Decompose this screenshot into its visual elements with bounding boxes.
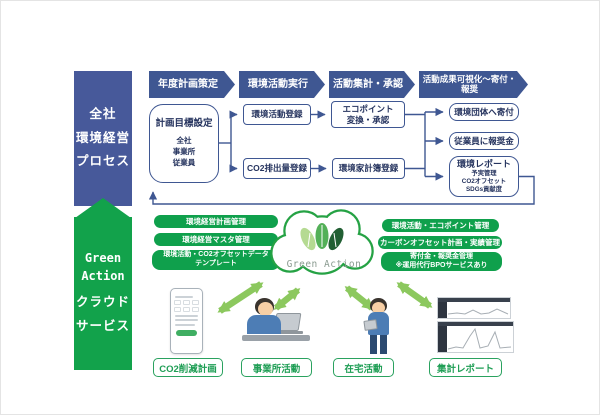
phase-visualization-donation-reward: 活動成果可視化～寄付・報奨: [419, 71, 528, 98]
plan-target-title: 計画目標設定: [155, 117, 213, 129]
desk: [242, 335, 310, 341]
cloud-brand-label: Green Action: [286, 259, 362, 270]
worker-face: [257, 302, 273, 316]
cloud-service-label-ja: クラウド サービス: [75, 294, 130, 333]
sync-arrow-report: [396, 281, 433, 309]
worker-body: [247, 315, 281, 334]
client-label-office-activity: 事業所活動: [241, 358, 312, 377]
eco-report-title: 環境レポート: [456, 159, 511, 170]
eco-report-items: 予実管理 CO2オフセット SDGs貢献度: [461, 170, 507, 193]
flow-box-donation: 環境団体へ寄付: [449, 103, 519, 121]
remote-worker-illustration: [363, 298, 393, 358]
flow-box-activity-register: 環境活動登録: [243, 104, 311, 125]
flow-box-household-ledger: 環境家計簿登録: [332, 158, 405, 179]
feature-donation-reward-management: 寄付金・報奨金管理 ※運用代行BPOサービスあり: [381, 252, 502, 271]
green-action-cloud-icon: [270, 209, 374, 275]
client-label-co2-plan: CO2削減計画: [153, 358, 223, 377]
flow-box-ecopoint-approval: エコポイント 変換・承認: [331, 101, 405, 128]
flow-box-eco-report: 環境レポート 予実管理 CO2オフセット SDGs貢献度: [449, 156, 519, 197]
report-chart-bottom: [447, 327, 512, 350]
feature-template: 環境活動・CO2オフセットデータ テンプレート: [152, 250, 280, 270]
upward-arrow-icon: [75, 198, 131, 218]
phone-mockup: [170, 288, 203, 354]
report-screen-bottom: [437, 321, 514, 353]
cloud-service-label-en: Green Action: [81, 250, 125, 283]
phone-action-button: [176, 329, 197, 336]
feature-master-management: 環境経営マスタ管理: [154, 233, 278, 246]
feature-ecopoint-management: 環境活動・エコポイント管理: [382, 219, 499, 232]
phase-activity-execution: 環境活動実行: [239, 71, 325, 98]
flow-box-plan-target: 計画目標設定 全社 事業所 従業員: [149, 104, 219, 183]
flow-box-co2-register: CO2排出量登録: [243, 158, 311, 179]
leaf-icons: [300, 223, 344, 251]
feature-plan-management: 環境経営計画管理: [154, 215, 278, 228]
tablet-icon: [363, 319, 378, 331]
company-process-label: 全社 環境経営 プロセス: [74, 71, 132, 206]
office-worker-illustration: [242, 298, 310, 350]
report-screen-top: [437, 297, 511, 319]
phase-aggregation-approval: 活動集計・承認: [329, 71, 415, 98]
flow-box-reward: 従業員に報奨金: [449, 132, 519, 150]
remote-worker-face: [372, 301, 385, 314]
plan-target-scope: 全社 事業所 従業員: [172, 136, 196, 168]
client-label-home-activity: 在宅活動: [333, 358, 394, 377]
phase-annual-plan: 年度計画策定: [149, 71, 235, 98]
report-chart-top: [447, 308, 509, 315]
cloud-service-label: Green Action クラウド サービス: [74, 217, 132, 370]
client-label-summary-report: 集計レポート: [429, 358, 502, 377]
feature-carbon-offset-management: カーボンオフセット計画・実績管理: [378, 236, 502, 249]
